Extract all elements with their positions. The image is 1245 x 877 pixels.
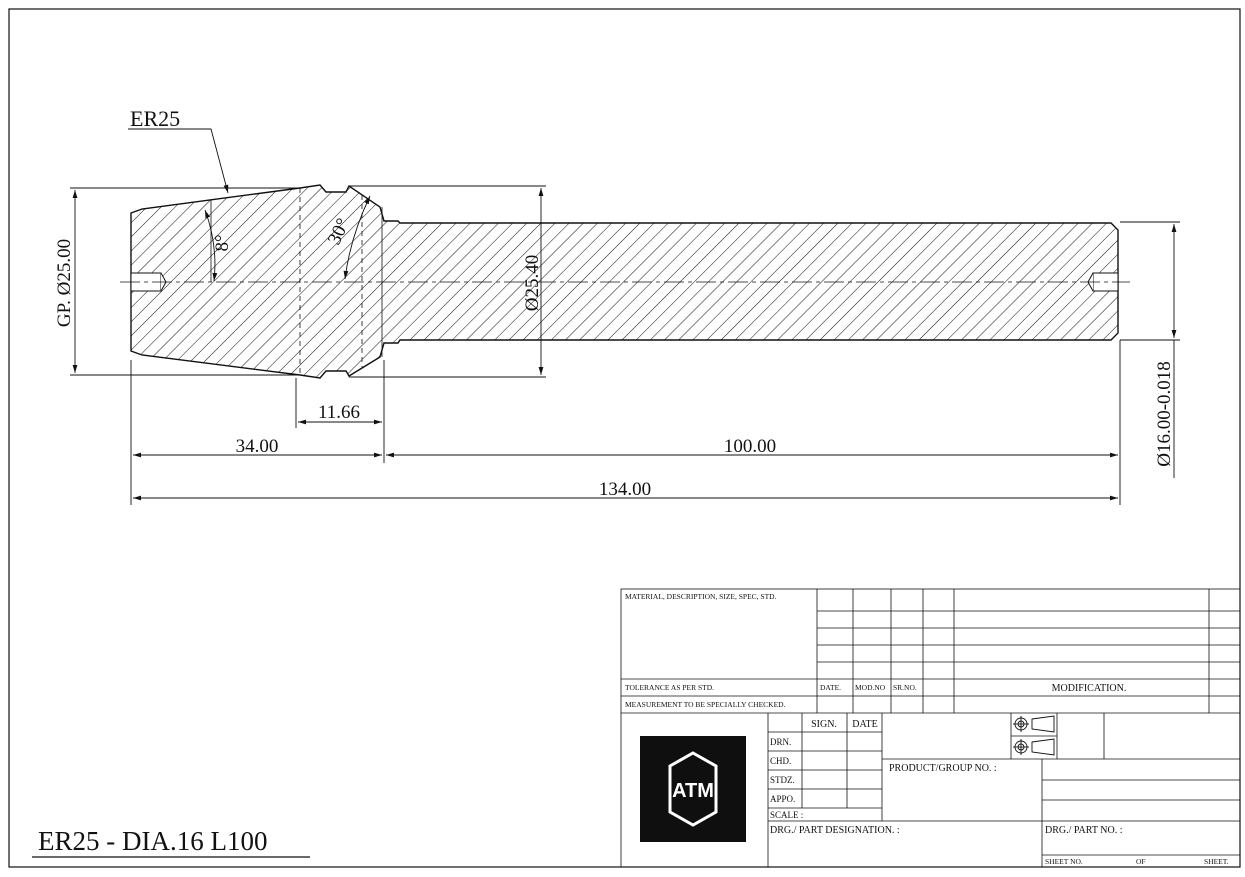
shank-diameter-label: Ø16.00-0.018 — [1154, 361, 1175, 467]
rev-modification-header: MODIFICATION. — [1052, 683, 1127, 694]
sheet-border — [8, 8, 1241, 868]
tolerance-label: TOLERANCE AS PER STD. — [625, 683, 714, 692]
dimensions — [70, 128, 1180, 505]
sign-header: SIGN. — [811, 719, 837, 730]
date-header: DATE — [852, 719, 878, 730]
part-outline — [130, 184, 1119, 379]
shank-length-label: 100.00 — [724, 436, 776, 457]
part-designation-label: DRG./ PART DESIGNATION. : — [770, 825, 900, 836]
head-length-label: 34.00 — [236, 436, 279, 457]
role-drn: DRN. — [770, 737, 791, 747]
groove-length-label: 11.66 — [318, 402, 360, 423]
drawing-title: ER25 - DIA.16 L100 — [38, 826, 267, 856]
overall-length-label: 134.00 — [599, 479, 651, 500]
product-group-label: PRODUCT/GROUP NO. : — [889, 763, 997, 774]
title-block — [620, 588, 1241, 868]
logo-text: ATM — [672, 780, 714, 802]
rev-date-header: DATE. — [820, 683, 841, 692]
role-stdz: STDZ. — [770, 775, 795, 785]
sheet-label: SHEET. — [1204, 857, 1229, 866]
gp-diameter-label: GP. Ø25.00 — [54, 239, 75, 327]
of-label: OF — [1136, 857, 1146, 866]
taper-angle-label: 8° — [212, 234, 233, 251]
role-appo: APPO. — [770, 794, 795, 804]
scale-label: SCALE : — [770, 810, 803, 820]
rev-srno-header: SR.NO. — [893, 683, 917, 692]
part-no-label: DRG./ PART NO. : — [1045, 825, 1122, 836]
material-header: MATERIAL, DESCRIPTION, SIZE, SPEC, STD. — [625, 592, 777, 601]
role-chd: CHD. — [770, 756, 791, 766]
callout-label: ER25 — [130, 106, 180, 131]
first-angle-projection-icon — [1013, 715, 1055, 756]
brand-logo: ATM — [640, 736, 746, 842]
sheet-no-label: SHEET NO. — [1045, 857, 1083, 866]
part-section — [120, 184, 1130, 379]
collar-diameter-label: Ø25.40 — [522, 255, 543, 311]
rev-modno-header: MOD.NO — [855, 683, 886, 692]
measurement-label: MEASUREMENT TO BE SPECIALLY CHECKED. — [625, 700, 786, 709]
